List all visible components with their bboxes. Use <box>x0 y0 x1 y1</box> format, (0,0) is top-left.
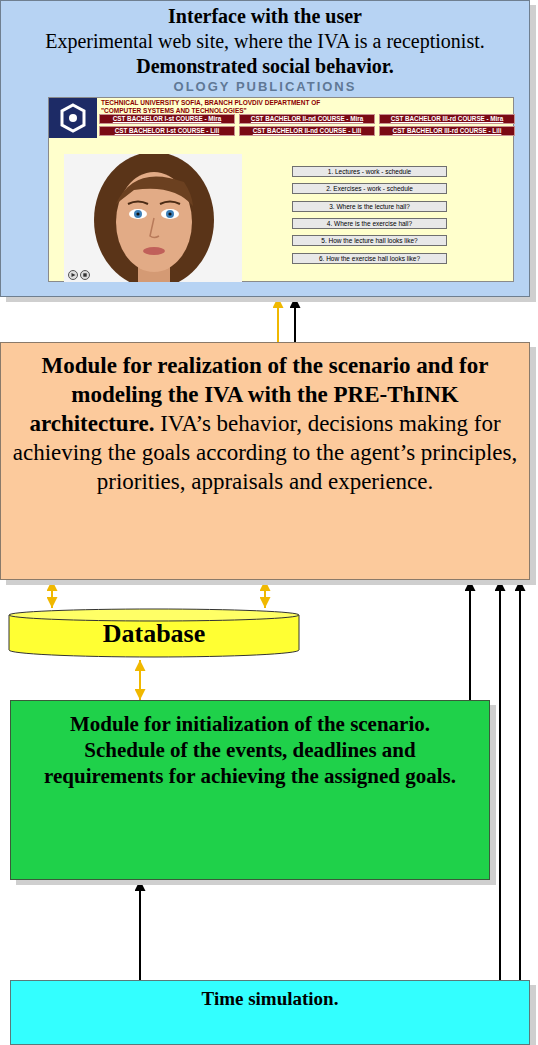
database-cylinder: Database <box>8 608 300 660</box>
box-text: CST BACHELOR III-rd COURSE - Lili <box>380 127 514 135</box>
box-text: 5. How the lecture hall looks like? <box>293 236 446 245</box>
cylinder-body <box>9 615 299 657</box>
box-text: 2. Exercises - work - schedule <box>293 184 446 193</box>
box-text: CST BACHELOR II-nd COURSE - Lili <box>240 127 374 135</box>
menu-button: 2. Exercises - work - schedule <box>292 183 447 194</box>
menu-button: 5. How the lecture hall looks like? <box>292 235 447 246</box>
link-button: CST BACHELOR III-rd COURSE - Lili <box>379 126 515 136</box>
website-screenshot: TECHNICAL UNIVERSITY SOFIA, BRANCH PLOVD… <box>48 97 514 282</box>
box-text: 3. Where is the lecture hall? <box>293 202 446 211</box>
band-box: Time simulation. <box>10 980 530 1045</box>
connector-arrow <box>51 580 53 608</box>
box-text: CST BACHELOR I-st COURSE - Mira <box>100 115 234 123</box>
site-header: TECHNICAL UNIVERSITY SOFIA, BRANCH PLOVD… <box>101 99 325 114</box>
box-text: Experimental web site, where the IVA is … <box>9 29 521 54</box>
box-text: Demonstrated social behavior. <box>9 54 521 79</box>
connector-arrow <box>294 297 296 342</box>
link-button: CST BACHELOR II-nd COURSE - Mira <box>239 114 375 124</box>
box-text: 4. Where is the exercise hall? <box>293 219 446 228</box>
box-text: Module for initialization of the scenari… <box>33 711 467 789</box>
connector-arrow <box>469 580 471 700</box>
connector-arrow <box>519 580 521 980</box>
connector-arrow <box>139 660 141 700</box>
connector-arrow <box>139 880 141 980</box>
menu-button: 3. Where is the lecture hall? <box>292 201 447 212</box>
menu-button: 6. How the exercise hall looks like? <box>292 253 447 264</box>
connector-arrow <box>499 580 501 980</box>
box-text: Interface with the user <box>9 4 521 29</box>
box-text: Time simulation. <box>11 987 529 1011</box>
interface-panel: Interface with the userExperimental web … <box>0 0 530 297</box>
connector-arrow <box>264 580 266 608</box>
box-text: 6. How the exercise hall looks like? <box>293 254 446 263</box>
menu-button: 4. Where is the exercise hall? <box>292 218 447 229</box>
box-text: CST BACHELOR III-rd COURSE - Mira <box>380 115 514 123</box>
box-text: Database <box>8 619 300 649</box>
connector-arrow <box>277 297 279 342</box>
university-logo <box>49 98 97 138</box>
box-text: 1. Lectures - work - schedule <box>293 167 446 176</box>
process-box: Module for realization of the scenario a… <box>0 342 530 580</box>
link-button: CST BACHELOR I-st COURSE - Mira <box>99 114 235 124</box>
avatar-face <box>64 154 242 282</box>
link-button: CST BACHELOR I-st COURSE - Lili <box>99 126 235 136</box>
box-text: CST BACHELOR I-st COURSE - Lili <box>100 127 234 135</box>
box-text: CST BACHELOR II-nd COURSE - Mira <box>240 115 374 123</box>
menu-button: 1. Lectures - work - schedule <box>292 166 447 177</box>
link-button: CST BACHELOR II-nd COURSE - Lili <box>239 126 375 136</box>
link-button: CST BACHELOR III-rd COURSE - Mira <box>379 114 515 124</box>
watermark: OLOGY PUBLICATIONS <box>9 79 521 94</box>
process-box: Module for initialization of the scenari… <box>10 700 490 880</box>
